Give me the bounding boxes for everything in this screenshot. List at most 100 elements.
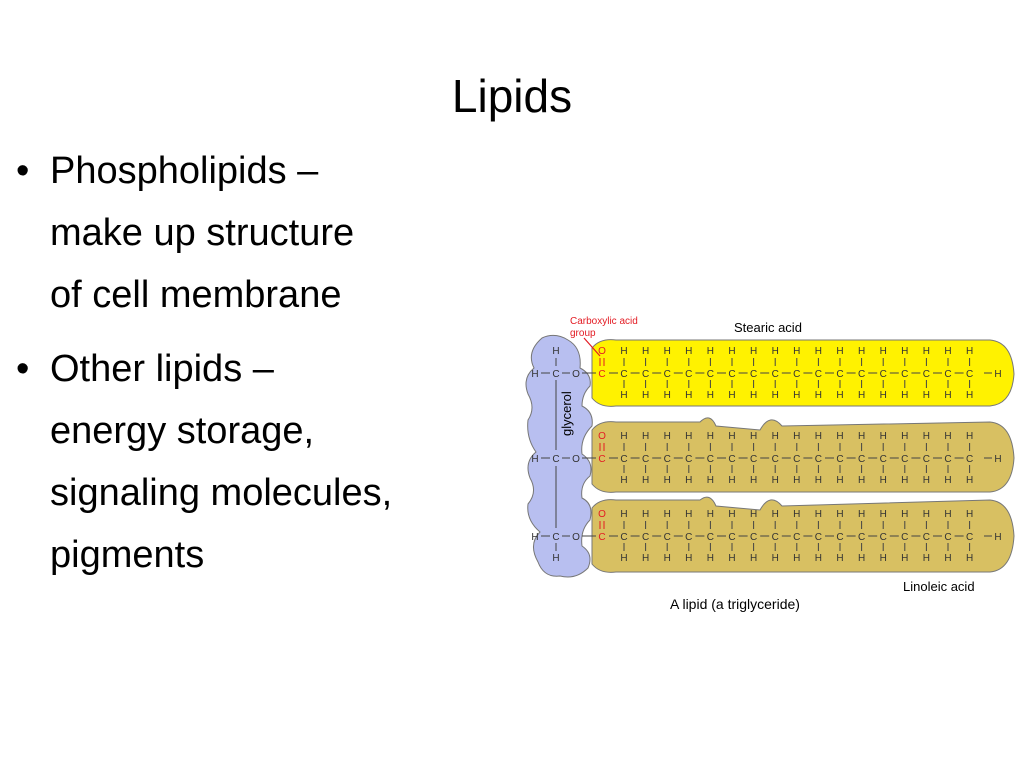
chain-hydrogen: H [793, 553, 800, 564]
chain-carbon: C [858, 532, 865, 543]
chain-hydrogen: H [664, 431, 671, 442]
fatty-acid-chain-middle [591, 417, 1015, 493]
carbonyl-oxygen: O [598, 509, 606, 520]
chain-carbon: C [944, 532, 951, 543]
chain-carbon: C [858, 369, 865, 380]
chain-hydrogen: H [793, 390, 800, 401]
bullet-line: Phospholipids – [50, 150, 319, 192]
chain-hydrogen: H [707, 475, 714, 486]
chain-hydrogen: H [620, 431, 627, 442]
chain-hydrogen: H [944, 509, 951, 520]
carboxyl-pointer-arrow [583, 337, 601, 357]
glycerol-carbon: C [552, 532, 559, 543]
chain-hydrogen: H [707, 390, 714, 401]
chain-hydrogen: H [901, 475, 908, 486]
chain-hydrogen: H [772, 431, 779, 442]
chain-carbon: C [923, 369, 930, 380]
chain-hydrogen: H [620, 475, 627, 486]
chain-hydrogen: H [750, 553, 757, 564]
chain-carbon: C [815, 532, 822, 543]
ester-oxygen: O [572, 454, 580, 465]
bullet-icon: • [16, 348, 30, 390]
chain-carbon: C [815, 454, 822, 465]
chain-hydrogen: H [880, 346, 887, 357]
chain-hydrogen: H [685, 475, 692, 486]
chain-carbon: C [750, 369, 757, 380]
chain-hydrogen: H [685, 431, 692, 442]
chain-carbon: C [707, 532, 714, 543]
chain-carbon: C [772, 532, 779, 543]
chain-hydrogen: H [685, 390, 692, 401]
bullet-line: of cell membrane [50, 274, 342, 316]
chain-hydrogen: H [620, 553, 627, 564]
chain-hydrogen: H [707, 509, 714, 520]
carboxyl-carbon: C [598, 532, 605, 543]
chain-carbon: C [901, 454, 908, 465]
chain-hydrogen: H [944, 553, 951, 564]
chain-hydrogen: H [901, 431, 908, 442]
chain-carbon: C [944, 369, 951, 380]
chain-hydrogen: H [858, 390, 865, 401]
glycerol-hydrogen: H [552, 553, 559, 564]
carboxyl-carbon: C [598, 454, 605, 465]
glycerol-hydrogen: H [531, 454, 538, 465]
chain-hydrogen: H [944, 390, 951, 401]
chain-hydrogen: H [815, 553, 822, 564]
chain-carbon: C [966, 532, 973, 543]
chain-carbon: C [620, 532, 627, 543]
chain-carbon: C [793, 454, 800, 465]
chain-carbon: C [750, 532, 757, 543]
terminal-hydrogen: H [994, 532, 1001, 543]
bullet-line: signaling molecules, [50, 472, 393, 514]
chain-hydrogen: H [772, 553, 779, 564]
chain-hydrogen: H [772, 509, 779, 520]
chain-hydrogen: H [664, 509, 671, 520]
chain-hydrogen: H [793, 475, 800, 486]
chain-carbon: C [836, 532, 843, 543]
chain-carbon: C [923, 532, 930, 543]
chain-hydrogen: H [923, 390, 930, 401]
chain-hydrogen: H [664, 553, 671, 564]
bullet-line: pigments [50, 534, 205, 576]
chain-hydrogen: H [642, 390, 649, 401]
chain-hydrogen: H [944, 346, 951, 357]
chain-carbon: C [664, 454, 671, 465]
chain-hydrogen: H [815, 390, 822, 401]
chain-carbon: C [642, 532, 649, 543]
chain-hydrogen: H [880, 431, 887, 442]
chain-carbon: C [664, 532, 671, 543]
chain-carbon: C [815, 369, 822, 380]
chain-hydrogen: H [707, 346, 714, 357]
glycerol-carbon: C [552, 454, 559, 465]
ester-oxygen: O [572, 532, 580, 543]
chain-hydrogen: H [728, 390, 735, 401]
chain-hydrogen: H [707, 431, 714, 442]
chain-hydrogen: H [750, 509, 757, 520]
chain-carbon: C [944, 454, 951, 465]
chain-hydrogen: H [815, 509, 822, 520]
chain-hydrogen: H [923, 346, 930, 357]
chain-carbon: C [858, 454, 865, 465]
chain-hydrogen: H [664, 390, 671, 401]
chain-carbon: C [880, 532, 887, 543]
chain-hydrogen: H [685, 553, 692, 564]
chain-hydrogen: H [707, 553, 714, 564]
chain-hydrogen: H [858, 475, 865, 486]
chain-hydrogen: H [793, 509, 800, 520]
chain-hydrogen: H [815, 475, 822, 486]
chain-hydrogen: H [728, 431, 735, 442]
chain-carbon: C [966, 369, 973, 380]
chain-hydrogen: H [966, 553, 973, 564]
chain-hydrogen: H [772, 346, 779, 357]
chain-hydrogen: H [728, 509, 735, 520]
chain-hydrogen: H [664, 475, 671, 486]
chain-carbon: C [901, 532, 908, 543]
glycerol-hydrogen: H [552, 346, 559, 357]
chain-hydrogen: H [901, 509, 908, 520]
chain-carbon: C [772, 454, 779, 465]
chain-carbon: C [728, 454, 735, 465]
terminal-hydrogen: H [994, 369, 1001, 380]
chain-carbon: C [664, 369, 671, 380]
